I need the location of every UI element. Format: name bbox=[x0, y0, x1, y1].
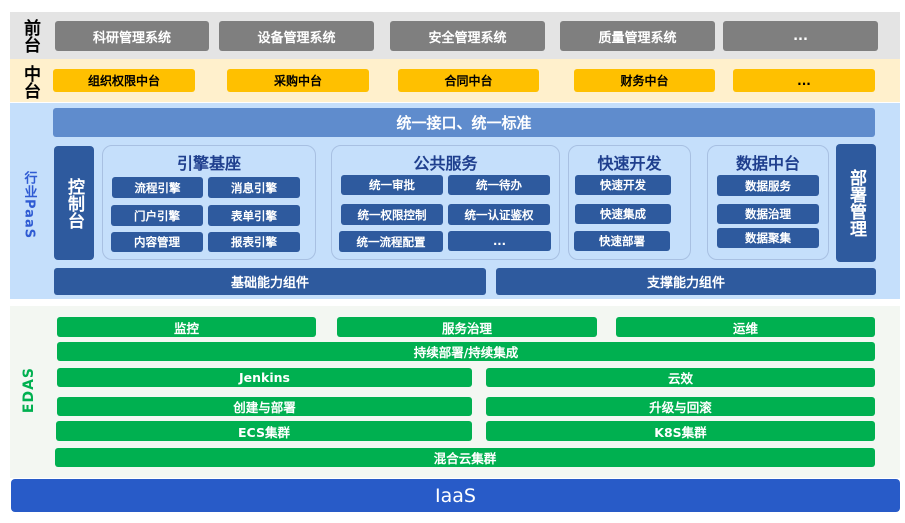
iaas-layer[interactable]: IaaS bbox=[11, 479, 900, 512]
engine-item-content[interactable]: 内容管理 bbox=[111, 232, 203, 252]
rapid-dev-item-integrate[interactable]: 快速集成 bbox=[575, 204, 671, 224]
edas-monitoring[interactable]: 监控 bbox=[57, 317, 316, 337]
front-system-more[interactable]: ... bbox=[723, 21, 878, 51]
data-center-item-service[interactable]: 数据服务 bbox=[717, 175, 819, 196]
paas-layer-label: 行业PaaS bbox=[21, 170, 37, 240]
edas-cicd[interactable]: 持续部署/持续集成 bbox=[57, 342, 875, 361]
rapid-dev-title: 快速开发 bbox=[597, 154, 662, 173]
service-unified-permission[interactable]: 统一权限控制 bbox=[341, 204, 443, 225]
data-center-title: 数据中台 bbox=[735, 154, 800, 173]
edas-hybrid-cluster[interactable]: 混合云集群 bbox=[55, 448, 875, 467]
front-system-quality[interactable]: 质量管理系统 bbox=[560, 21, 715, 51]
edas-service-governance[interactable]: 服务治理 bbox=[337, 317, 597, 337]
middle-more[interactable]: ... bbox=[733, 69, 875, 92]
service-unified-approval[interactable]: 统一审批 bbox=[341, 175, 443, 195]
support-capability-bar[interactable]: 支撑能力组件 bbox=[496, 268, 876, 295]
rapid-dev-group bbox=[568, 145, 691, 260]
edas-jenkins[interactable]: Jenkins bbox=[57, 368, 472, 387]
edas-ecs-cluster[interactable]: ECS集群 bbox=[56, 421, 472, 441]
engine-base-title: 引擎基座 bbox=[176, 154, 241, 173]
edas-upgrade-rollback[interactable]: 升级与回滚 bbox=[486, 397, 875, 416]
data-center-group bbox=[707, 145, 829, 260]
service-unified-auth[interactable]: 统一认证鉴权 bbox=[448, 204, 550, 225]
front-system-safety[interactable]: 安全管理系统 bbox=[390, 21, 545, 51]
engine-item-message[interactable]: 消息引擎 bbox=[208, 177, 300, 198]
console-block[interactable]: 控制台 bbox=[54, 146, 94, 260]
service-unified-workflow-config[interactable]: 统一流程配置 bbox=[339, 231, 443, 252]
deploy-management-block[interactable]: 部署管理 bbox=[836, 144, 876, 262]
edas-create-deploy[interactable]: 创建与部署 bbox=[57, 397, 472, 416]
engine-item-form[interactable]: 表单引擎 bbox=[208, 205, 300, 226]
service-unified-todo[interactable]: 统一待办 bbox=[448, 175, 550, 195]
edas-layer-label: EDAS bbox=[21, 366, 37, 414]
rapid-dev-item-deploy[interactable]: 快速部署 bbox=[574, 231, 670, 251]
engine-base-group bbox=[102, 145, 316, 260]
public-services-group bbox=[331, 145, 560, 260]
middle-layer-label: 中台 bbox=[20, 65, 40, 99]
unified-standard-bar: 统一接口、统一标准 bbox=[53, 108, 875, 137]
rapid-dev-item-develop[interactable]: 快速开发 bbox=[575, 175, 671, 195]
engine-item-report[interactable]: 报表引擎 bbox=[208, 232, 300, 252]
engine-item-workflow[interactable]: 流程引擎 bbox=[112, 177, 203, 198]
front-system-equipment[interactable]: 设备管理系统 bbox=[219, 21, 374, 51]
engine-item-portal[interactable]: 门户引擎 bbox=[111, 205, 203, 226]
middle-procurement[interactable]: 采购中台 bbox=[227, 69, 369, 92]
middle-contract[interactable]: 合同中台 bbox=[398, 69, 539, 92]
data-center-item-aggregate[interactable]: 数据聚集 bbox=[717, 228, 819, 248]
front-layer-label: 前台 bbox=[20, 19, 40, 53]
middle-org-permission[interactable]: 组织权限中台 bbox=[53, 69, 195, 92]
basic-capability-bar[interactable]: 基础能力组件 bbox=[54, 268, 486, 295]
edas-yunxiao[interactable]: 云效 bbox=[486, 368, 875, 387]
middle-finance[interactable]: 财务中台 bbox=[574, 69, 715, 92]
edas-operations[interactable]: 运维 bbox=[616, 317, 875, 337]
service-more[interactable]: ... bbox=[448, 231, 551, 251]
public-services-title: 公共服务 bbox=[413, 154, 478, 173]
data-center-item-governance[interactable]: 数据治理 bbox=[717, 204, 819, 224]
edas-k8s-cluster[interactable]: K8S集群 bbox=[486, 421, 875, 441]
front-system-research[interactable]: 科研管理系统 bbox=[55, 21, 209, 51]
